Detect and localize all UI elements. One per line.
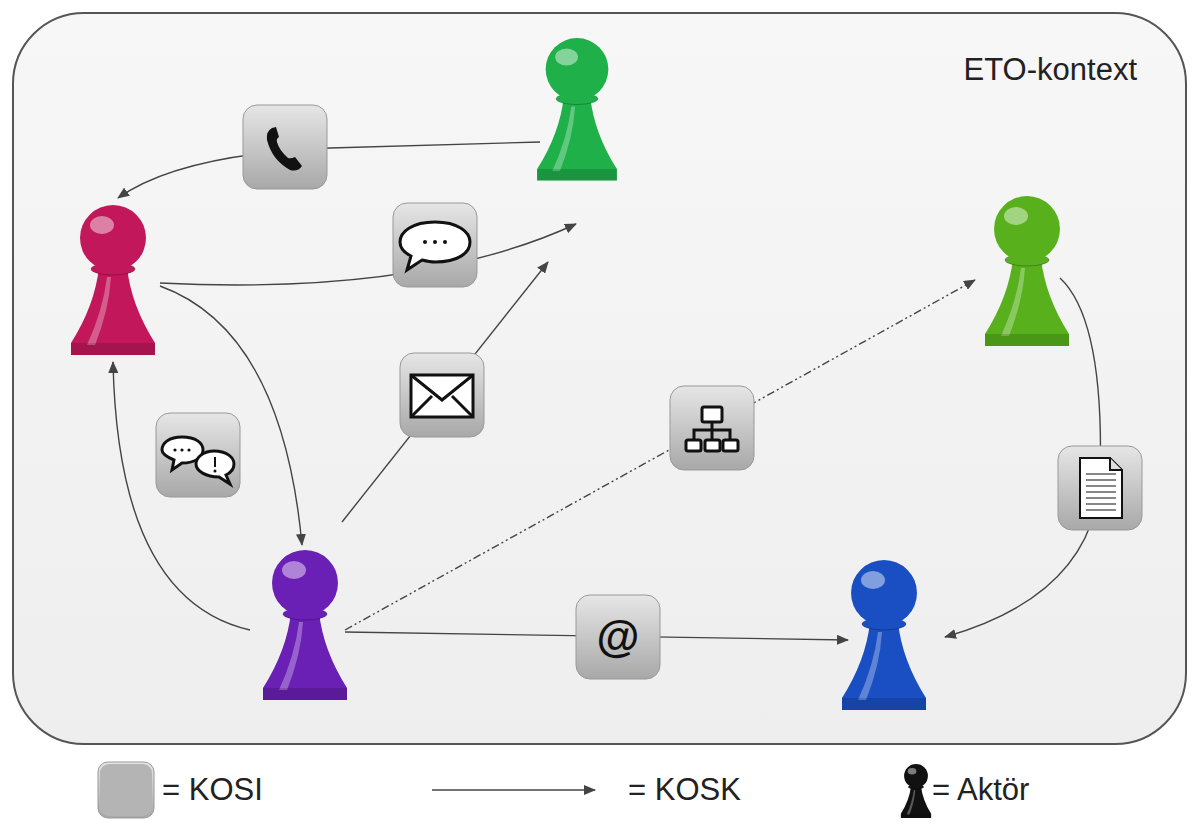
pawn-part — [842, 622, 926, 710]
pawn-part — [994, 196, 1060, 262]
pawn-part — [555, 48, 578, 65]
pawn-part — [272, 550, 338, 616]
pawn-part — [537, 169, 617, 180]
pawn-part — [842, 698, 926, 710]
kosk-arrow — [118, 142, 540, 198]
actor-pawn — [901, 764, 931, 818]
legend-text: = KOSK — [628, 772, 741, 808]
kosi-document — [1058, 446, 1142, 530]
kosi-at — [576, 595, 660, 679]
kosi-speech — [393, 203, 477, 287]
pawn-part — [279, 622, 303, 690]
kosi-chat — [156, 413, 240, 497]
pawn-part — [904, 764, 928, 788]
actors — [71, 38, 1069, 818]
pawn-part — [546, 38, 609, 101]
pawn-part — [861, 571, 885, 589]
kosi-boxes — [98, 105, 1142, 818]
pawn-part — [87, 277, 111, 345]
kosi-network — [670, 386, 754, 470]
pawn-part — [263, 612, 347, 700]
pawn-part — [901, 786, 931, 818]
actor-pawn — [537, 38, 617, 181]
kosk-arrows — [113, 142, 1101, 790]
pawn-part — [552, 106, 575, 171]
pawn-part — [985, 334, 1069, 346]
at-symbol: @ — [597, 612, 640, 662]
pawn-part — [1004, 207, 1028, 225]
kosk-arrow — [345, 280, 975, 630]
context-ground — [13, 13, 1186, 744]
pawn-part — [71, 343, 155, 355]
kosk-arrow — [160, 224, 576, 285]
pawn-part — [90, 216, 114, 234]
kosi-phone — [243, 105, 327, 189]
pawn-part — [985, 258, 1069, 346]
legend-box-sample — [98, 762, 154, 818]
actor-pawn — [985, 196, 1069, 346]
pawn-part — [71, 267, 155, 355]
pawn-part — [907, 790, 916, 814]
pawn-part — [851, 560, 917, 626]
actor-pawn — [842, 560, 926, 710]
context-title: ETO-kontext — [964, 52, 1137, 88]
actor-pawn — [263, 550, 347, 700]
kosi-envelope — [400, 353, 484, 437]
pawn-part — [537, 97, 617, 181]
pawn-part — [80, 205, 146, 271]
pawn-part — [263, 688, 347, 700]
pawn-part — [901, 814, 931, 818]
kosk-arrow — [342, 262, 548, 522]
legend-text: = KOSI — [162, 772, 263, 808]
pawn-part — [908, 768, 917, 774]
kosk-arrow — [113, 362, 250, 630]
legend-swatch — [100, 764, 152, 816]
actor-pawn — [71, 205, 155, 355]
legend-line-sample — [432, 789, 595, 790]
pawn-part — [282, 561, 306, 579]
pawn-part — [858, 632, 882, 700]
pawn-part — [1001, 268, 1025, 336]
legend-text: = Aktör — [932, 772, 1029, 808]
